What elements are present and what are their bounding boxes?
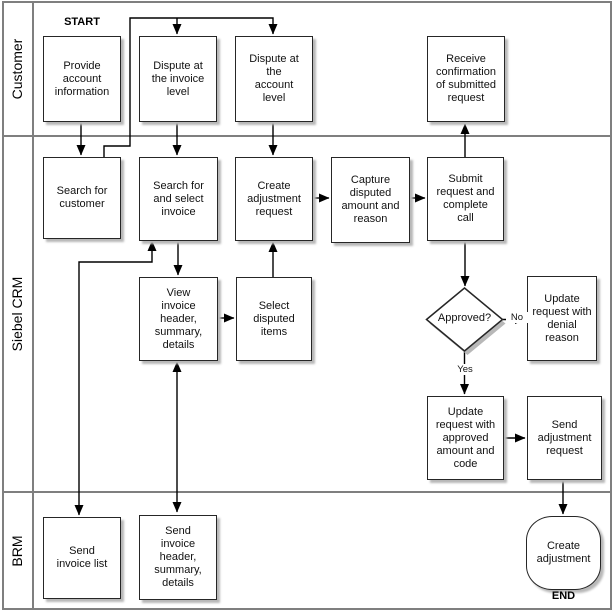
edge-label-yes: Yes [451, 364, 479, 375]
node-label: Select disputed items [253, 299, 295, 338]
node-label: Receive confirmation of submitted reques… [436, 53, 496, 104]
node-label: Capture disputed amount and reason [341, 174, 400, 225]
node-select-disputed-items: Select disputed items [236, 277, 312, 361]
node-label: Provide account information [54, 59, 110, 98]
node-label: View invoice header, summary, details [154, 286, 203, 351]
decision-approved-label: Approved? [437, 312, 492, 324]
start-label: START [64, 16, 100, 28]
edge-label-no: No [506, 312, 528, 323]
node-submit-request-complete-call: Submit request and complete call [427, 157, 504, 241]
node-dispute-invoice-level: Dispute at the invoice level [139, 36, 217, 122]
node-receive-confirmation: Receive confirmation of submitted reques… [427, 36, 505, 122]
node-provide-account-information: Provide account information [43, 36, 121, 122]
node-label: Update request with approved amount and … [435, 405, 496, 470]
node-update-request-approved: Update request with approved amount and … [427, 396, 504, 480]
lane-label-brm: BRM [9, 535, 25, 567]
node-label: Dispute at the invoice level [151, 59, 205, 98]
node-label: Send adjustment request [537, 418, 592, 457]
edge-search-customer-to-dispute-account [103, 17, 278, 157]
node-capture-disputed-amount: Capture disputed amount and reason [331, 157, 410, 243]
node-label: Create adjustment [536, 540, 591, 565]
edge-invoice-list-roundtrip [74, 240, 157, 516]
node-create-adjustment-end: Create adjustment [526, 516, 601, 590]
node-update-request-denial: Update request with denial reason [527, 276, 597, 361]
node-label: Dispute at the account level [249, 53, 299, 104]
decision-approved-shape [425, 287, 506, 355]
node-label: Search for and select invoice [153, 179, 204, 218]
node-create-adjustment-request: Create adjustment request [235, 157, 313, 241]
end-label: END [551, 590, 576, 602]
lane-label-siebel-crm: Siebel CRM [9, 276, 25, 352]
node-label: Search for customer [56, 185, 108, 210]
node-label: Create adjustment request [247, 179, 301, 218]
node-send-invoice-list: Send invoice list [43, 517, 121, 599]
node-label: Send invoice list [56, 545, 108, 570]
node-send-invoice-header: Send invoice header, summary, details [139, 515, 217, 600]
node-label: Submit request and complete call [436, 173, 495, 224]
node-send-adjustment-request: Send adjustment request [527, 396, 602, 480]
node-label: Send invoice header, summary, details [154, 525, 202, 589]
lane-label-customer: Customer [9, 38, 25, 100]
node-dispute-account-level: Dispute at the account level [235, 36, 313, 122]
decision-diamond [425, 287, 504, 352]
node-search-for-customer: Search for customer [43, 157, 121, 239]
node-label: Update request with denial reason [532, 292, 592, 344]
node-view-invoice-header: View invoice header, summary, details [139, 277, 218, 361]
node-search-select-invoice: Search for and select invoice [139, 157, 218, 241]
